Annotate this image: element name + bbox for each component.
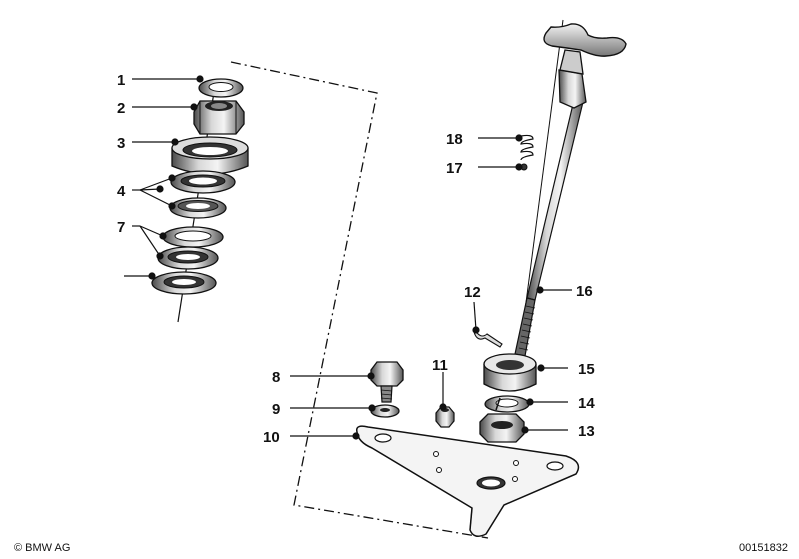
callout-14: 14: [578, 395, 595, 412]
callout-7: 7: [117, 219, 125, 236]
part-7-race-3: [151, 271, 217, 295]
part-16-damper-rod: [514, 19, 627, 357]
part-4-bearing-race-upper: [170, 170, 236, 194]
part-3-bearing-cup: [171, 136, 249, 175]
callout-13: 13: [578, 423, 595, 440]
part-18-spring: [520, 134, 534, 161]
callout-9: 9: [272, 401, 280, 418]
assembly-outline: [230, 61, 489, 539]
part-14-washer: [484, 395, 530, 413]
part-16-knob: [543, 23, 627, 57]
callout-10: 10: [263, 429, 280, 446]
callout-2: 2: [117, 100, 125, 117]
part-13-nut: [479, 413, 525, 443]
callout-12: 12: [464, 284, 481, 301]
part-10-plate: [355, 425, 580, 537]
callout-4: 4: [117, 183, 126, 200]
part-8-bolt: [370, 361, 404, 403]
part-7-race-2: [157, 246, 219, 270]
part-7-race-1: [162, 226, 224, 248]
part-4-bearing-race-lower: [169, 197, 227, 219]
diagram-id: 00151832: [739, 542, 788, 554]
callout-11: 11: [432, 357, 448, 374]
part-2-nut: [193, 100, 245, 135]
callout-8: 8: [272, 369, 280, 386]
copyright-text: © BMW AG: [14, 542, 70, 554]
part-15-bushing: [483, 353, 537, 392]
callout-15: 15: [578, 361, 595, 378]
callout-16: 16: [576, 283, 593, 300]
part-12-split-pin: [473, 327, 503, 348]
callout-1: 1: [117, 72, 125, 89]
callout-17: 17: [446, 160, 463, 177]
leaders: [124, 75, 572, 440]
part-9-washer: [370, 404, 400, 418]
part-1-washer: [198, 78, 244, 98]
part-11-nut: [435, 406, 455, 428]
callout-3: 3: [117, 135, 125, 152]
callout-18: 18: [446, 131, 463, 148]
